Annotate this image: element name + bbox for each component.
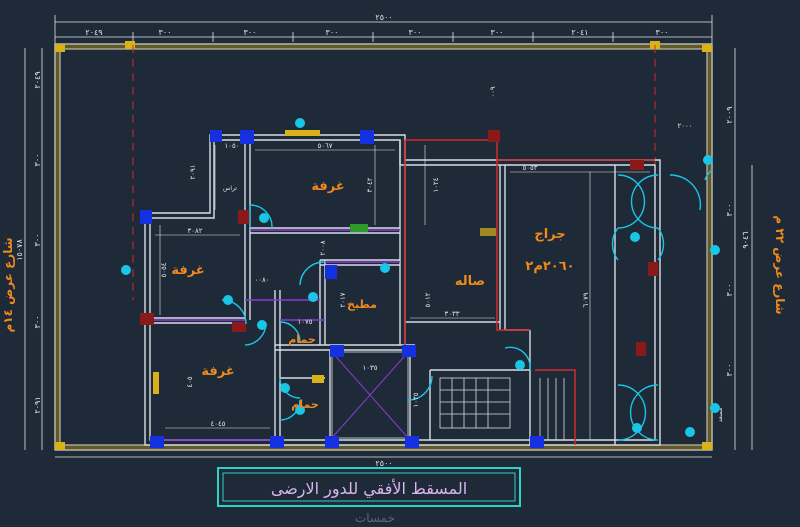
street-left-label: شارع عرض ١٤م — [1, 237, 16, 332]
dim-hall-h: ٥٠١٢ — [424, 292, 432, 307]
dim-right-1: ٢٠٠٩ — [725, 106, 734, 123]
room-label-hall: صاله — [455, 274, 485, 289]
room-label-bottom: غرفة — [201, 364, 234, 379]
internal-dims — [155, 145, 650, 440]
garage-red-outline — [404, 139, 655, 445]
room-label-bath-1: حمام — [288, 333, 316, 346]
top-dimensions — [54, 15, 713, 44]
dim-left-3: ٣٠٠ — [33, 234, 42, 247]
doors — [221, 169, 713, 441]
dim-left-total: ١٥٠٧٨ — [15, 239, 24, 261]
dim-top-3: ٣٠٠ — [244, 28, 257, 37]
right-dimensions — [734, 48, 753, 450]
stairs — [439, 377, 565, 440]
dim-room-top-w: ٥٠٦٧ — [317, 142, 332, 150]
dim-room-bottom-w: ٤٠٤٥ — [210, 420, 225, 428]
drawing-title: المسقط الأفقي للدور الارضى — [271, 478, 467, 499]
room-label-bath-2: حمام — [291, 398, 319, 411]
watermark: خمسات — [355, 511, 395, 525]
columns — [140, 130, 544, 448]
dim-top-total: ٢٥٠٠ — [375, 13, 392, 22]
dim-left-4: ٣٠٠ — [33, 316, 42, 329]
dim-right-2: ٣٠٠ — [725, 204, 734, 217]
dim-left-1: ٢٠٤٩ — [33, 71, 42, 88]
dim-right-3: ٣٠٠ — [725, 284, 734, 297]
room-label-kitchen: مطبخ — [347, 298, 377, 311]
dim-hall-side: ١٠٢٤ — [432, 177, 440, 192]
section-markers — [121, 118, 720, 437]
dim-top-6: ٣٠٠ — [491, 28, 504, 37]
dim-left-5: ٢٠٩١ — [33, 396, 42, 413]
dim-bottom-total: ٢٥٠٠ — [375, 459, 392, 468]
dim-bath-w: ١٠٧٥ — [297, 318, 312, 326]
dim-small-5: ١٠٥٠ — [224, 142, 239, 150]
dim-room-bottom-h: ٤٠٥ — [186, 376, 194, 388]
dim-garage-h: ٦٠٧٩ — [582, 292, 590, 307]
room-label-top: غرفة — [311, 179, 344, 194]
red-markers — [140, 130, 658, 356]
dim-room-top-h: ٣٠٤٢ — [366, 177, 374, 192]
room-label-garage-area: ٢٠٦٠م٢ — [525, 259, 574, 274]
dim-right-4: ٣٠٠ — [725, 364, 734, 377]
dim-top-1: ٢٠٤٩ — [85, 28, 102, 37]
dim-small-3: ٠٠٩ — [489, 86, 497, 98]
dim-hall-w: ٣٠٣٣ — [444, 310, 459, 318]
left-dimensions — [24, 48, 43, 450]
interior-purple-lines — [150, 229, 400, 441]
dim-room-left-w: ٣٠٨٢ — [187, 227, 202, 235]
dim-top-7: ٢٠٤١ — [571, 28, 588, 37]
dim-small-6: ١٠٣٥ — [362, 364, 377, 372]
dim-kitchen-w: ٢٠١٧ — [339, 292, 347, 307]
dim-garage-w: ٥٠٥٣ — [522, 164, 537, 172]
dim-top-2: ٣٠٠ — [159, 28, 172, 37]
room-label-garage: جراج — [534, 227, 565, 242]
windows — [153, 130, 496, 394]
dim-room-left-h: ٥٠٥٤ — [160, 262, 168, 277]
axis-lines — [132, 45, 656, 430]
dim-small-4: ٠٠٨٠ — [254, 276, 269, 284]
label-tarass: تراس — [223, 185, 237, 192]
title-box — [217, 467, 521, 507]
dim-room-top-side: ٢٠٩١ — [189, 164, 197, 179]
dim-right-total: ٩٠٤٦ — [741, 231, 750, 248]
street-right-label: شارع عرض ٢٢ م — [772, 215, 787, 314]
lobby-cross — [329, 349, 411, 441]
dim-left-2: ٣٠٠ — [33, 154, 42, 167]
dim-garage-top: ٢٠٠٠ — [677, 122, 692, 130]
dim-top-5: ٣٠٠ — [409, 28, 422, 37]
dim-top-8: ٣٠٠ — [656, 28, 669, 37]
dim-stair: ١٠٣٥ — [412, 392, 420, 407]
dim-small-2: ٢٠٠٨ — [319, 240, 327, 255]
dim-top-4: ٣٠٠ — [326, 28, 339, 37]
building-walls — [144, 134, 661, 446]
label-light-shaft: مصعد — [717, 408, 724, 422]
room-label-left: غرفة — [171, 263, 204, 278]
